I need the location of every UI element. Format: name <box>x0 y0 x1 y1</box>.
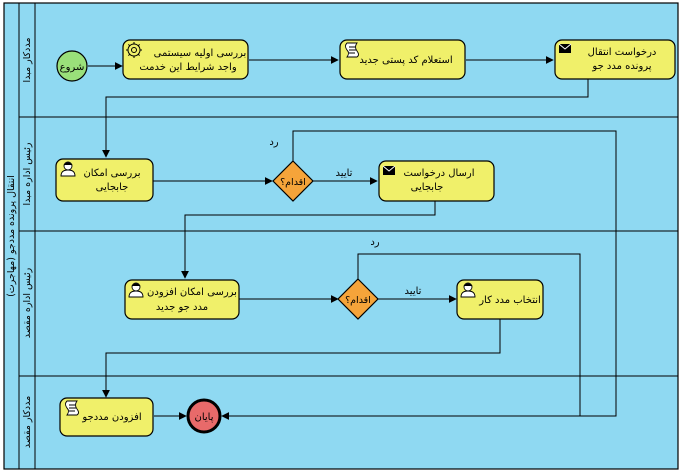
user-icon <box>60 161 76 177</box>
task-review-relocation[interactable]: بررسی امکان جابجایی <box>55 158 154 202</box>
task-review-add-client-line2: مدد جو جدید <box>156 302 208 313</box>
gateway-decision-1[interactable]: اقدام؟ <box>272 160 314 202</box>
task-initial-check-line2: واجد شرایط این خدمت <box>139 62 236 73</box>
task-add-client[interactable]: افزودن مددجو <box>59 397 154 437</box>
task-send-relocation-request-line1: ارسال درخواست <box>403 168 474 179</box>
task-initial-check[interactable]: بررسی اولیه سیستمی واجد شرایط این خدمت <box>122 39 249 80</box>
lane-label-2: رئیس اداره مبدا <box>22 142 33 205</box>
flow-label-g2-no: رد <box>370 237 379 248</box>
task-add-client-label: افزودن مددجو <box>81 412 141 423</box>
end-event-label: پایان <box>194 412 213 423</box>
flow-label-g1-no: رد <box>269 137 278 148</box>
send-message-icon <box>558 43 572 53</box>
task-transfer-request[interactable]: درخواست انتقال پرونده مدد جو <box>554 39 676 80</box>
task-transfer-request-line1: درخواست انتقال <box>588 47 657 58</box>
lane-label-4: مددکار مقصد <box>22 396 33 448</box>
lane-label-1: مددکار مبدا <box>22 38 33 83</box>
flow-label-g1-yes: تایید <box>336 168 353 179</box>
script-icon <box>65 400 79 416</box>
start-event[interactable]: شروع <box>56 50 88 82</box>
user-icon <box>128 282 144 298</box>
lane-label-3: رئیس اداره مقصد <box>22 267 33 338</box>
task-select-social-worker[interactable]: انتخاب مدد کار <box>456 279 544 320</box>
task-initial-check-line1: بررسی اولیه سیستمی <box>154 48 247 59</box>
task-transfer-request-line2: پرونده مدد جو <box>591 61 651 72</box>
send-message-icon <box>382 165 396 175</box>
task-select-social-worker-label: انتخاب مدد کار <box>478 295 541 306</box>
gateway-decision-1-label: اقدام؟ <box>280 177 306 188</box>
task-review-relocation-line1: بررسی امکان <box>83 168 140 179</box>
task-postal-code-inquiry-label: استعلام کد پستی جدید <box>359 55 452 66</box>
task-send-relocation-request-line2: جابجایی <box>411 182 444 193</box>
pool-title: انتقال پرونده مددجو (مهاجرت) <box>6 175 17 297</box>
end-event[interactable]: پایان <box>186 398 222 434</box>
sequence-flows <box>88 56 617 420</box>
task-send-relocation-request[interactable]: ارسال درخواست جابجایی <box>378 160 495 202</box>
script-icon <box>345 42 359 58</box>
user-icon <box>460 282 476 298</box>
gateway-decision-2-label: اقدام؟ <box>345 295 371 306</box>
flow-label-g2-yes: تایید <box>405 286 422 297</box>
task-review-add-client-line1: بررسی امکان افزودن <box>147 287 237 298</box>
task-review-add-client[interactable]: بررسی امکان افزودن مدد جو جدید <box>124 279 240 320</box>
task-review-relocation-line2: جابجایی <box>96 182 129 193</box>
task-postal-code-inquiry[interactable]: استعلام کد پستی جدید <box>339 39 466 80</box>
service-gear-icon <box>126 42 142 58</box>
start-event-label: شروع <box>60 62 85 73</box>
pool <box>3 2 679 470</box>
gateway-decision-2[interactable]: اقدام؟ <box>337 278 379 320</box>
